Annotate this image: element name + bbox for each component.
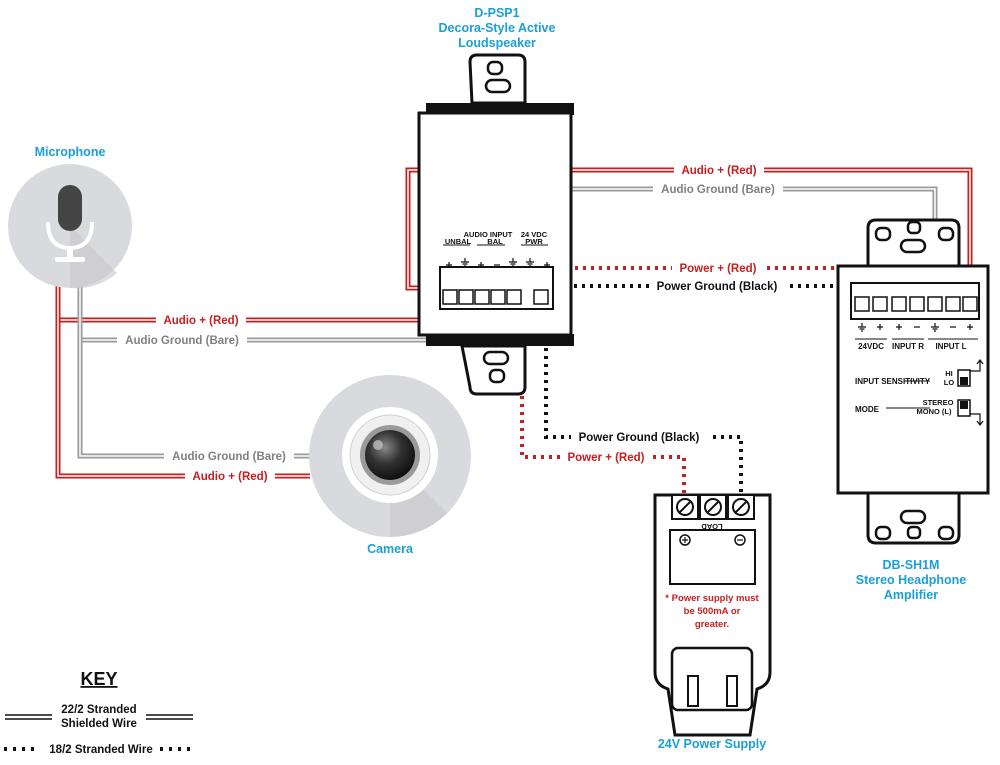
legend-shielded-line2: Shielded Wire [61, 718, 137, 730]
psu-note-line2: be 500mA or [684, 606, 741, 617]
speaker-terminals [442, 289, 549, 305]
camera-device [309, 375, 471, 537]
wire-power-plus-psu [520, 268, 686, 495]
label-power-ground-right: Power Ground (Black) [657, 281, 778, 293]
speaker-unbal-label: UNBAL [445, 237, 472, 246]
amp-mode-label: MODE [855, 405, 880, 414]
legend-shielded-line1: 22/2 Stranded [61, 704, 136, 716]
speaker-title-line1: Decora-Style Active [439, 21, 556, 35]
microphone-icon [46, 185, 94, 262]
wire-audio-ground-cam [77, 335, 315, 459]
legend-stranded-label: 18/2 Stranded Wire [49, 744, 152, 756]
psu-note-line1: * Power supply must [665, 593, 759, 604]
microphone-label: Microphone [35, 145, 106, 159]
label-power-plus-right: Power + (Red) [679, 263, 756, 275]
psu-load-label: LOAD [701, 522, 723, 531]
amp-input-r-label: INPUT R [892, 342, 924, 351]
psu-device [653, 493, 772, 737]
amp-input-l-label: INPUT L [935, 342, 966, 351]
speaker-24vdc-label: 24 VDC [521, 230, 548, 239]
amp-lo-label: LO [944, 378, 955, 387]
amp-title-line1: Stereo Headphone [856, 573, 966, 587]
amp-stereo-label: STEREO [923, 398, 954, 407]
label-audio-ground-top: Audio Ground (Bare) [661, 184, 775, 196]
wire-labels: Audio + (Red) Audio Ground (Bare) Power … [117, 163, 785, 483]
label-power-plus-psu: Power + (Red) [567, 452, 644, 464]
amp-hi-label: HI [945, 369, 953, 378]
speaker-pwr-label: PWR [525, 237, 543, 246]
camera-icon [342, 407, 438, 503]
speaker-title-line2: Loudspeaker [458, 36, 536, 50]
amp-24vdc-label: 24VDC [858, 342, 884, 351]
label-audio-ground-mid: Audio Ground (Bare) [125, 335, 239, 347]
label-audio-plus-top: Audio + (Red) [681, 165, 756, 177]
speaker-device [417, 53, 574, 396]
label-audio-plus-cam: Audio + (Red) [192, 471, 267, 483]
amp-mono-label: MONO (L) [917, 407, 952, 416]
legend: KEY 22/2 Stranded Shielded Wire 18/2 Str… [4, 669, 196, 756]
label-power-ground-psu: Power Ground (Black) [579, 432, 700, 444]
camera-label: Camera [367, 542, 414, 556]
microphone-device [8, 164, 132, 289]
amp-sensitivity-label: INPUT SENSITIVITY [855, 377, 931, 386]
psu-label: 24V Power Supply [658, 737, 766, 751]
speaker-audio-input-label: AUDIO INPUT [464, 230, 513, 239]
wire-power-ground-psu [544, 300, 743, 495]
amp-terminal-symbols [858, 323, 973, 332]
psu-terminals [671, 494, 755, 520]
legend-shielded-swatch [5, 714, 193, 720]
label-audio-ground-cam: Audio Ground (Bare) [172, 451, 286, 463]
amp-title-line2: Amplifier [884, 588, 938, 602]
speaker-bal-label: BAL [487, 237, 503, 246]
amp-device [836, 218, 990, 545]
legend-title: KEY [80, 669, 117, 689]
amp-model: DB-SH1M [883, 558, 940, 572]
speaker-model: D-PSP1 [474, 6, 519, 20]
speaker-terminal-symbols [446, 258, 550, 268]
psu-note-line3: greater. [695, 619, 729, 630]
label-audio-plus-mid: Audio + (Red) [163, 315, 238, 327]
amp-terminals [854, 296, 978, 312]
